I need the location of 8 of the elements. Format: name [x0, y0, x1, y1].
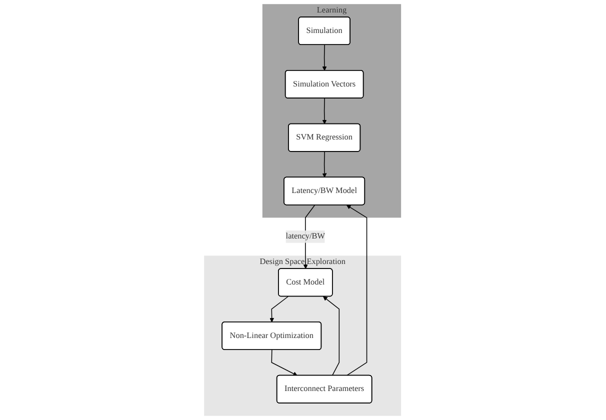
- arrow: [322, 44, 328, 71]
- arrow: [322, 151, 328, 178]
- arrow: [272, 350, 298, 376]
- edge-label: latency/BW: [286, 232, 326, 241]
- arrow: [346, 204, 368, 376]
- arrow: [270, 296, 289, 322]
- arrow: [322, 98, 328, 124]
- arrow: [323, 296, 340, 376]
